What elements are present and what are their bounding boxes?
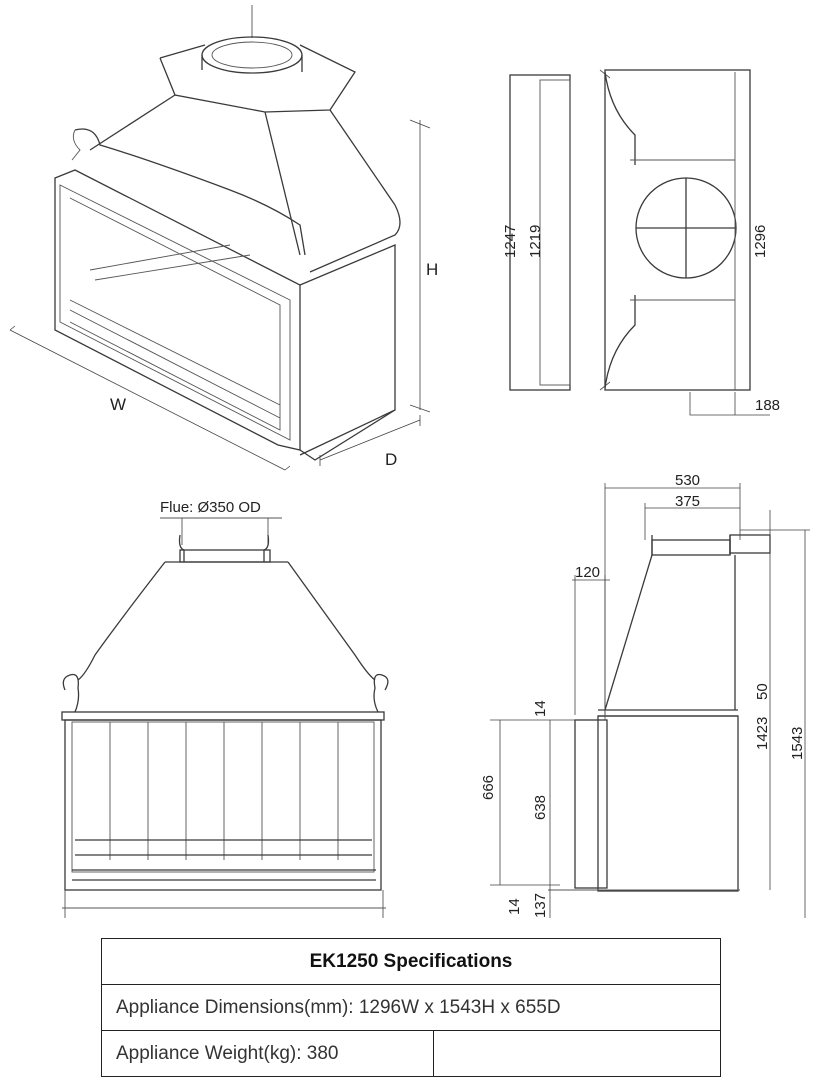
technical-drawing: W H D 1247 1219 1296 188 Flue: Ø350 OD	[9, 5, 810, 918]
isometric-view: W H D	[9, 5, 438, 471]
dim-137: 137	[532, 893, 549, 918]
dim-1543: 1543	[789, 727, 806, 760]
spec-dimensions: Appliance Dimensions(mm): 1296W x 1543H …	[101, 984, 721, 1031]
top-view: 1247 1219 1296 188	[502, 69, 780, 416]
label-w: W	[110, 395, 126, 414]
spec-table: EK1250 Specifications Appliance Dimensio…	[101, 938, 722, 1077]
dim-1296: 1296	[752, 225, 769, 258]
flue-label: Flue: Ø350 OD	[160, 499, 261, 516]
front-view: Flue: Ø350 OD	[61, 499, 389, 918]
dim-530: 530	[675, 472, 700, 489]
label-h: H	[426, 260, 438, 279]
spec-empty-cell	[432, 1030, 722, 1077]
spec-weight: Appliance Weight(kg): 380	[101, 1030, 434, 1077]
dim-14-bottom: 14	[506, 898, 523, 915]
spec-table-header: EK1250 Specifications	[101, 938, 721, 985]
dim-14-top: 14	[532, 700, 549, 717]
dim-375: 375	[675, 493, 700, 510]
dim-666: 666	[480, 775, 497, 800]
side-view: 530 375 120 1423 50 1543 14 666 638 14 1…	[480, 472, 810, 918]
dim-50: 50	[754, 683, 771, 700]
dim-1219: 1219	[527, 225, 544, 258]
spec-table-row: Appliance Dimensions(mm): 1296W x 1543H …	[101, 984, 721, 1031]
dim-1423: 1423	[754, 717, 771, 750]
dim-638: 638	[532, 795, 549, 820]
label-d: D	[385, 450, 397, 469]
dim-120: 120	[575, 564, 600, 581]
spec-table-row: Appliance Weight(kg): 380	[101, 1030, 722, 1077]
dim-1247: 1247	[502, 225, 519, 258]
spec-table-title: EK1250 Specifications	[101, 938, 721, 985]
dim-188: 188	[755, 397, 780, 414]
